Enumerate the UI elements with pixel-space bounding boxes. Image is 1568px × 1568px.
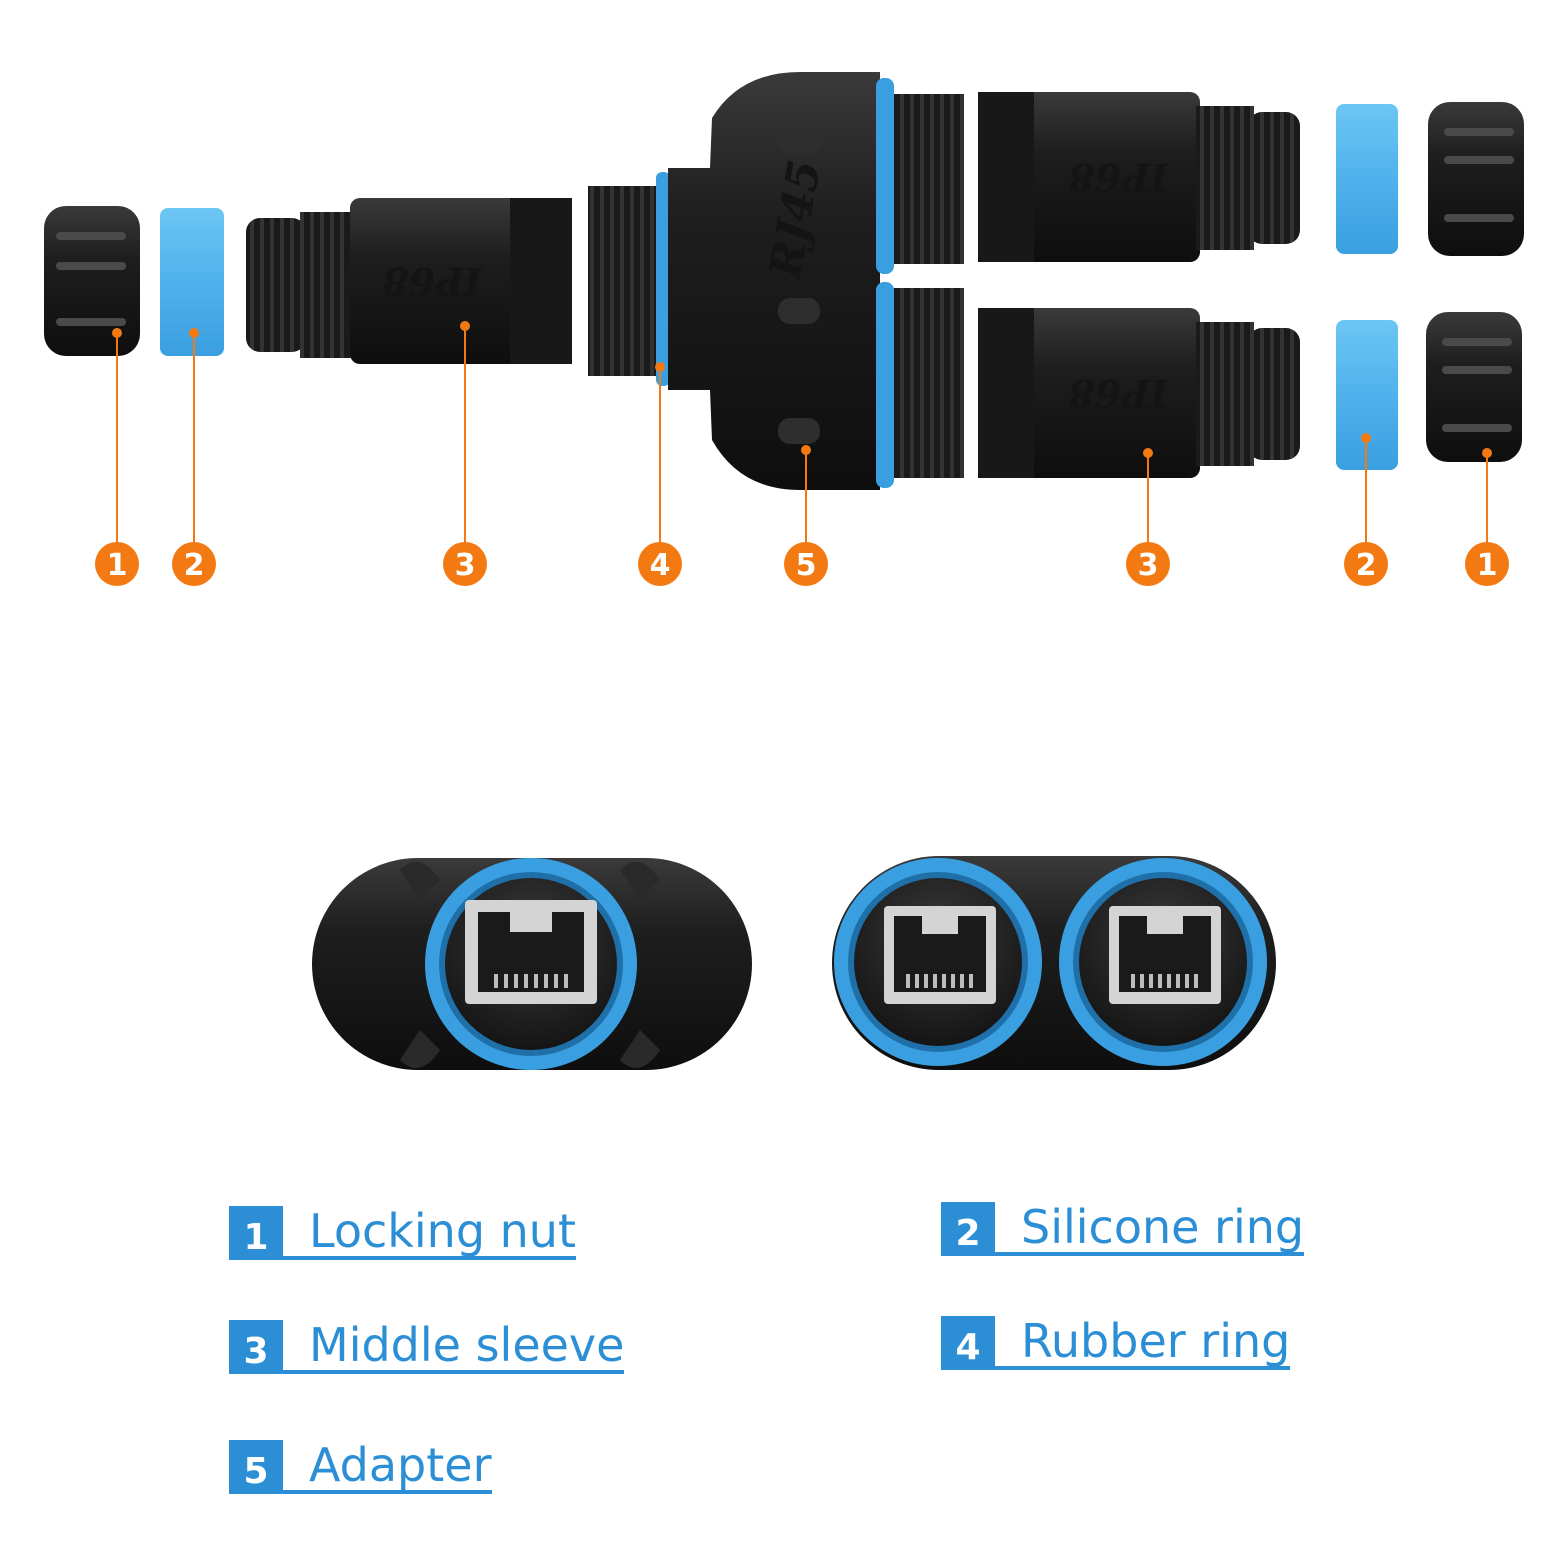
callout-5: 5 xyxy=(784,542,828,586)
callout-1-left: 1 xyxy=(95,542,139,586)
legend-item-locking-nut: 1 Locking nut xyxy=(229,1198,576,1260)
legend-label: Middle sleeve xyxy=(283,1318,625,1374)
svg-text:3: 3 xyxy=(1138,548,1159,583)
legend-label: Adapter xyxy=(283,1438,492,1494)
adapter-thread-top-right xyxy=(894,94,964,264)
locking-nut-left xyxy=(44,206,140,356)
ip68-marking-bottom-right: IP68 xyxy=(1068,371,1168,416)
middle-sleeve-bottom-right: IP68 xyxy=(978,308,1300,478)
legend-item-rubber-ring: 4 Rubber ring xyxy=(941,1308,1291,1370)
svg-text:5: 5 xyxy=(796,548,817,583)
ip68-marking-left: IP68 xyxy=(382,259,482,304)
locking-nut-top-right xyxy=(1428,102,1524,256)
legend-item-silicone-ring: 2 Silicone ring xyxy=(941,1194,1305,1256)
silicone-ring-left xyxy=(160,208,224,356)
rubber-ring-top-right xyxy=(876,78,894,274)
callout-3-left: 3 xyxy=(443,542,487,586)
callout-1-right: 1 xyxy=(1465,542,1509,586)
legend-number: 5 xyxy=(229,1440,283,1494)
legend-item-adapter: 5 Adapter xyxy=(229,1432,492,1494)
middle-sleeve-top-right: IP68 xyxy=(978,92,1300,262)
legend-number: 1 xyxy=(229,1206,283,1260)
svg-text:1: 1 xyxy=(1477,548,1498,583)
legend-label: Locking nut xyxy=(283,1204,576,1260)
svg-text:4: 4 xyxy=(650,548,671,583)
legend-number: 2 xyxy=(941,1202,995,1256)
callout-4: 4 xyxy=(638,542,682,586)
single-port-end-view xyxy=(312,858,752,1070)
callout-leaders xyxy=(112,321,1492,544)
svg-text:1: 1 xyxy=(107,548,128,583)
dual-port-end-view xyxy=(832,856,1276,1070)
locking-nut-bottom-right xyxy=(1426,312,1522,462)
callout-2-right: 2 xyxy=(1344,542,1388,586)
rj45-port-icon xyxy=(1109,906,1221,1004)
adapter-thread-bottom-right xyxy=(894,288,964,478)
silicone-ring-top-right xyxy=(1336,104,1398,254)
legend-number: 3 xyxy=(229,1320,283,1374)
rj45-port-icon xyxy=(465,900,597,1004)
legend-label: Silicone ring xyxy=(995,1200,1305,1256)
callout-3-right: 3 xyxy=(1126,542,1170,586)
rubber-ring-bottom-right xyxy=(876,282,894,488)
y-adapter-body: RJ45 xyxy=(668,72,880,490)
ip68-marking-top-right: IP68 xyxy=(1068,155,1168,200)
svg-text:2: 2 xyxy=(184,548,205,583)
legend-label: Rubber ring xyxy=(995,1314,1291,1370)
callout-2-left: 2 xyxy=(172,542,216,586)
legend-item-middle-sleeve: 3 Middle sleeve xyxy=(229,1312,625,1374)
rj45-port-icon xyxy=(884,906,996,1004)
adapter-thread-left xyxy=(588,186,658,376)
svg-text:3: 3 xyxy=(455,548,476,583)
silicone-ring-bottom-right xyxy=(1336,320,1398,470)
svg-text:2: 2 xyxy=(1356,548,1377,583)
middle-sleeve-left: IP68 xyxy=(246,198,572,364)
rubber-ring-left xyxy=(656,172,670,386)
legend-number: 4 xyxy=(941,1316,995,1370)
